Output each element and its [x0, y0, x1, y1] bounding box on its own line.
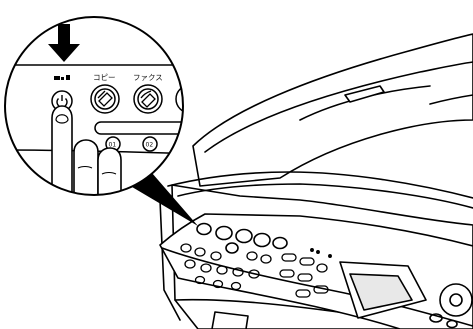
navigation-dial-center[interactable]: [450, 294, 462, 306]
number-key-01-label: 01: [109, 142, 117, 149]
zoom-inset: コピー ファクス 01 02: [0, 17, 205, 200]
panel-indicator: [329, 255, 332, 258]
next-mode-button[interactable]: [176, 85, 204, 113]
card-slot: [212, 312, 248, 329]
finger-middle: [74, 140, 98, 200]
printer: [160, 34, 473, 329]
inset-slot: [95, 122, 205, 134]
fingernail: [56, 115, 68, 123]
panel-indicator: [311, 249, 314, 252]
scanner-lid: [193, 34, 473, 186]
fax-label: ファクス: [133, 73, 163, 82]
panel-indicator: [317, 251, 320, 254]
number-key-02-label: 02: [146, 142, 154, 149]
copy-label: コピー: [93, 73, 116, 82]
